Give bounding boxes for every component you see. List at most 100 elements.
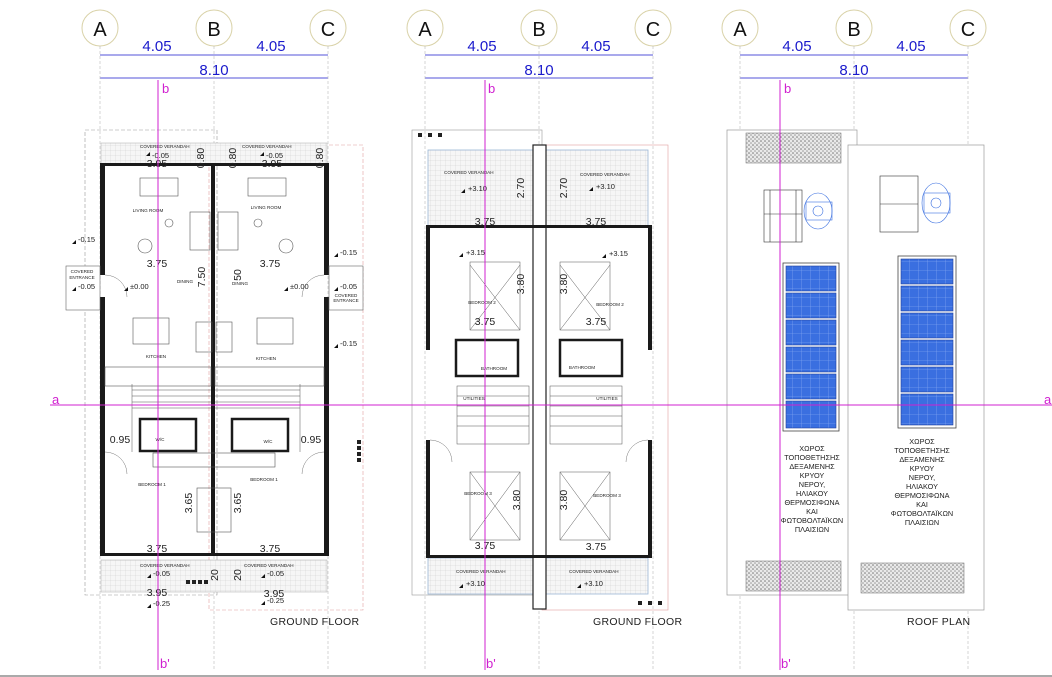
- level-mark: -0.05: [152, 151, 169, 160]
- gravel-strip: [860, 562, 965, 594]
- svg-text:ΧΩΡΟΣ: ΧΩΡΟΣ: [799, 444, 825, 453]
- dim-verandah-depth: 0.80: [227, 148, 239, 169]
- dim-total: 8.10: [524, 62, 553, 79]
- dim-bedroom-depth: 3.80: [515, 274, 527, 295]
- room-label-bedroom: BEDROOM 3: [464, 491, 492, 496]
- level-mark: -0.15: [340, 248, 357, 257]
- grid-label-b: B: [847, 19, 860, 41]
- svg-text:ΠΛΑΙΣΙΩΝ: ΠΛΑΙΣΙΩΝ: [795, 525, 829, 534]
- water-tank-icon: [763, 189, 803, 243]
- dim-span-left: 4.05: [142, 38, 171, 55]
- grid-label-b: B: [532, 19, 545, 41]
- roof-plan: ΧΩΡΟΣ ΤΟΠΟΘΕΤΗΣΗΣ ΔΕΞΑΜΕΝΗΣ ΚΡΥΟΥ ΝΕΡΟΥ,…: [726, 129, 985, 628]
- dim-verandah-depth: 0.80: [314, 148, 326, 169]
- level-mark: -0.15: [340, 339, 357, 348]
- section-mark-b: b: [162, 81, 169, 96]
- svg-text:ΧΩΡΟΣ: ΧΩΡΟΣ: [909, 437, 935, 446]
- section-mark-b: b: [784, 81, 791, 96]
- svg-text:ΦΩΤΟΒΟΛΤΑΪΚΩΝ: ΦΩΤΟΒΟΛΤΑΪΚΩΝ: [781, 516, 843, 525]
- dim-room-width: 3.75: [147, 258, 168, 270]
- room-label-dining: DINING: [232, 281, 249, 286]
- roof-note: ΧΩΡΟΣ ΤΟΠΟΘΕΤΗΣΗΣ ΔΕΞΑΜΕΝΗΣ ΚΡΥΟΥ ΝΕΡΟΥ,…: [891, 437, 953, 527]
- svg-text:ΠΛΑΙΣΙΩΝ: ΠΛΑΙΣΙΩΝ: [905, 518, 939, 527]
- svg-text:ΗΛΙΑΚΟΥ: ΗΛΙΑΚΟΥ: [906, 482, 938, 491]
- level-mark: +3.10: [468, 184, 487, 193]
- water-tank-icon: [803, 192, 833, 230]
- level-mark: -0.25: [153, 599, 170, 608]
- dim-total: 8.10: [839, 62, 868, 79]
- dim-bottom-verandah-depth: 20: [232, 569, 244, 581]
- dim-bottom-width: 3.95: [264, 588, 285, 600]
- svg-text:ΝΕΡΟΥ,: ΝΕΡΟΥ,: [909, 473, 935, 482]
- section-mark-a: a: [1044, 392, 1052, 407]
- gravel-strip: [745, 132, 842, 164]
- room-label-covered-entrance: COVERED: [71, 269, 94, 274]
- dim-room-width: 3.75: [586, 216, 607, 228]
- solar-panel-array: [897, 255, 957, 429]
- room-label-kitchen: KITCHEN: [256, 356, 276, 361]
- grid-label-c: C: [646, 19, 660, 41]
- grid-label-c: C: [321, 19, 335, 41]
- dim-living-depth: 7.50: [196, 267, 208, 288]
- dim-bedroom-depth: 3.80: [558, 274, 570, 295]
- dim-verandah-depth: 2.70: [558, 178, 570, 199]
- grid-label-a: A: [733, 19, 747, 41]
- svg-text:ΘΕΡΜΟΣΙΦΩΝΑ: ΘΕΡΜΟΣΙΦΩΝΑ: [894, 491, 949, 500]
- level-mark: ±0.00: [290, 282, 309, 291]
- water-tank-icon: [879, 175, 919, 233]
- section-mark-b-prime: b': [160, 656, 170, 671]
- dim-room-width: 3.75: [260, 258, 281, 270]
- level-mark: -0.05: [340, 282, 357, 291]
- room-label-bedroom: BEDROOM 1: [138, 482, 166, 487]
- room-label-covered-verandah: COVERED VERANDAH: [242, 144, 292, 149]
- dim-bottom-width: 3.95: [147, 587, 168, 599]
- dim-verandah-depth: 0.80: [195, 148, 207, 169]
- svg-text:ΝΕΡΟΥ,: ΝΕΡΟΥ,: [799, 480, 825, 489]
- dim-wc-width: 0.95: [301, 434, 322, 446]
- room-label-wc: W/C: [264, 439, 274, 444]
- room-label-bedroom: BEDROOM 2: [596, 302, 624, 307]
- room-label-kitchen: KITCHEN: [146, 354, 166, 359]
- room-label-covered-verandah: COVERED VERANDAH: [569, 569, 619, 574]
- room-label-covered-verandah: COVERED VERANDAH: [456, 569, 506, 574]
- level-mark: +3.15: [466, 248, 485, 257]
- dim-bedroom-depth: 3.65: [183, 493, 195, 514]
- room-label-covered-entrance: COVERED: [335, 293, 358, 298]
- svg-text:ΤΟΠΟΘΕΤΗΣΗΣ: ΤΟΠΟΘΕΤΗΣΗΣ: [784, 453, 840, 462]
- dim-bedroom-depth: 3.80: [558, 490, 570, 511]
- roof-note: ΧΩΡΟΣ ΤΟΠΟΘΕΤΗΣΗΣ ΔΕΞΑΜΕΝΗΣ ΚΡΥΟΥ ΝΕΡΟΥ,…: [781, 444, 843, 534]
- dim-span-left: 4.05: [782, 38, 811, 55]
- dim-room-width: 3.75: [586, 316, 607, 328]
- svg-text:ΚΑΙ: ΚΑΙ: [916, 500, 928, 509]
- grid-label-a: A: [418, 19, 432, 41]
- ground-floor-plan: COVERED VERANDAH COVERED VERANDAH LIVING…: [65, 129, 364, 628]
- dim-verandah-width: 3.95: [262, 158, 283, 170]
- svg-text:ΔΕΞΑΜΕΝΗΣ: ΔΕΞΑΜΕΝΗΣ: [899, 455, 945, 464]
- gravel-strip: [745, 560, 842, 592]
- first-floor-plan: COVERED VERANDAH COVERED VERANDAH BEDROO…: [411, 129, 682, 628]
- grid-label-b: B: [207, 19, 220, 41]
- svg-text:ΚΑΙ: ΚΑΙ: [806, 507, 818, 516]
- level-mark: -0.05: [267, 569, 284, 578]
- dim-living-depth: 50: [232, 269, 244, 281]
- svg-text:ΘΕΡΜΟΣΙΦΩΝΑ: ΘΕΡΜΟΣΙΦΩΝΑ: [784, 498, 839, 507]
- room-label-covered-verandah: COVERED VERANDAH: [244, 563, 294, 568]
- svg-text:ΦΩΤΟΒΟΛΤΑΪΚΩΝ: ΦΩΤΟΒΟΛΤΑΪΚΩΝ: [891, 509, 953, 518]
- room-label-living-room: LIVING ROOM: [133, 208, 164, 213]
- level-mark: +3.10: [584, 579, 603, 588]
- level-mark: -0.05: [266, 151, 283, 160]
- room-label-covered-entrance: ENTRANCE: [333, 298, 358, 303]
- level-mark: -0.05: [153, 569, 170, 578]
- svg-text:ΔΕΞΑΜΕΝΗΣ: ΔΕΞΑΜΕΝΗΣ: [789, 462, 835, 471]
- room-label-utilities: UTILITIES: [596, 396, 617, 401]
- room-label-wc: W/C: [156, 437, 166, 442]
- room-label-bathroom: BATHROOM: [569, 365, 595, 370]
- dim-span-right: 4.05: [581, 38, 610, 55]
- plan-title: GROUND FLOOR: [270, 616, 359, 628]
- dim-span-right: 4.05: [896, 38, 925, 55]
- room-label-utilities: UTILITIES: [463, 396, 484, 401]
- section-mark-a: a: [52, 392, 60, 407]
- level-mark: +3.15: [609, 249, 628, 258]
- dim-bedroom-depth: 3.80: [511, 490, 523, 511]
